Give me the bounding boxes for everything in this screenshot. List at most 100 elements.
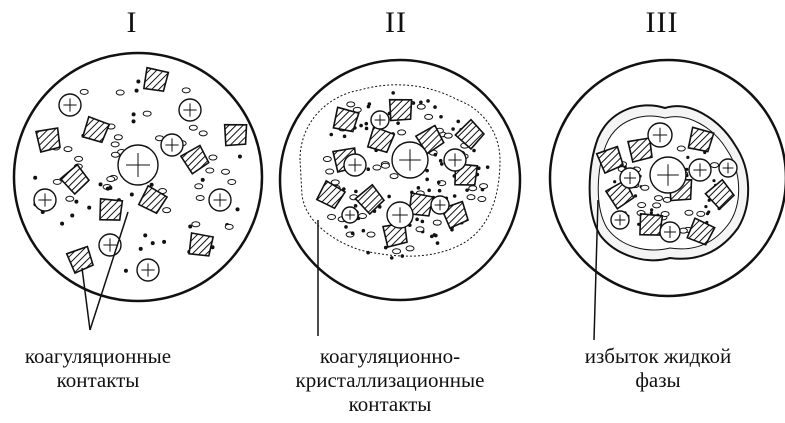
small-oval [189,125,197,130]
particle-dot [426,99,430,103]
round-grain [431,196,449,214]
particle-dot [366,167,370,171]
small-oval [393,249,401,254]
panel-1-diagram [14,53,262,330]
particle-dot [390,256,394,260]
small-oval [66,196,74,201]
hatched-crystal [640,214,662,235]
particle-dot [634,194,637,197]
hatched-crystal [628,138,652,162]
particle-dot [33,176,37,180]
small-oval [655,196,663,201]
round-grain [387,202,413,228]
small-oval [53,179,61,184]
small-oval [480,184,488,189]
particle-dot [456,120,460,124]
small-oval [116,90,124,95]
small-oval [425,114,433,119]
small-oval [228,179,236,184]
panel-3-caption: избыток жидкой фазы [548,344,768,392]
small-oval [222,169,230,174]
particle-dot [130,192,134,196]
round-grain [344,154,366,176]
small-oval [711,163,719,168]
small-oval [398,130,406,135]
particle-dot [354,204,358,208]
particle-dot [396,121,400,125]
particle-dot [438,189,442,193]
small-oval [192,222,200,227]
particle-dot [453,194,457,198]
small-oval [143,111,151,116]
particle-dot [434,234,438,238]
hatched-crystal [189,233,213,256]
particle-dot [124,269,128,273]
caption-line: избыток жидкой [548,344,768,368]
particle-dot [712,179,715,182]
particle-dot [440,162,444,166]
small-oval [359,214,367,219]
panel-2-diagram [280,60,520,336]
small-oval [323,157,331,162]
small-oval [697,211,705,216]
round-grain [342,207,358,223]
small-oval [478,197,486,202]
particle-dot [421,220,425,224]
particle-dot [150,183,154,187]
hatched-crystal [36,128,60,152]
round-grain [650,157,686,193]
particle-dot [650,208,653,211]
small-oval [347,102,355,107]
particle-dot [686,156,689,159]
particle-dot [99,182,103,186]
panel-1-caption: коагуляционные контакты [8,344,188,392]
small-oval [195,184,203,189]
round-grain [137,259,159,281]
particle-dot [401,254,405,258]
small-oval [75,156,83,161]
panel-3-diagram [550,60,785,340]
round-grain [689,159,711,181]
round-grain [34,189,56,211]
small-oval [326,169,334,174]
small-oval [111,152,119,157]
particle-dot [143,233,147,237]
caption-line: фазы [548,368,768,392]
caption-line: контакты [280,392,500,416]
panel-2-caption: коагуляционно- кристаллизационные контак… [280,344,500,416]
small-oval [685,210,693,215]
caption-line: коагуляционно- [280,344,500,368]
small-oval [416,227,424,232]
small-oval [638,203,646,208]
particle-dot [135,89,139,93]
small-oval [373,165,381,170]
small-oval [433,220,441,225]
particle-dot [465,188,469,192]
small-oval [206,168,214,173]
particle-dot [434,153,438,157]
small-oval [163,208,171,213]
hatched-crystal [144,68,169,91]
small-oval [182,88,190,93]
particle-dot [433,105,437,109]
small-oval [469,186,477,191]
particle-dot [365,127,369,131]
particle-dot [108,186,112,190]
particle-dot [162,240,166,244]
particle-dot [419,101,423,105]
particle-dot [329,133,333,137]
small-oval [367,232,375,237]
particle-dot [238,154,242,158]
particle-dot [351,231,355,235]
caption-line: контакты [8,368,188,392]
small-oval [444,133,452,138]
particle-dot [437,180,441,184]
round-grain [620,168,640,188]
small-oval [111,142,119,147]
round-grain [660,222,680,242]
particle-dot [439,115,443,119]
particle-dot [70,213,74,217]
particle-dot [136,79,140,83]
round-grain [209,189,231,211]
